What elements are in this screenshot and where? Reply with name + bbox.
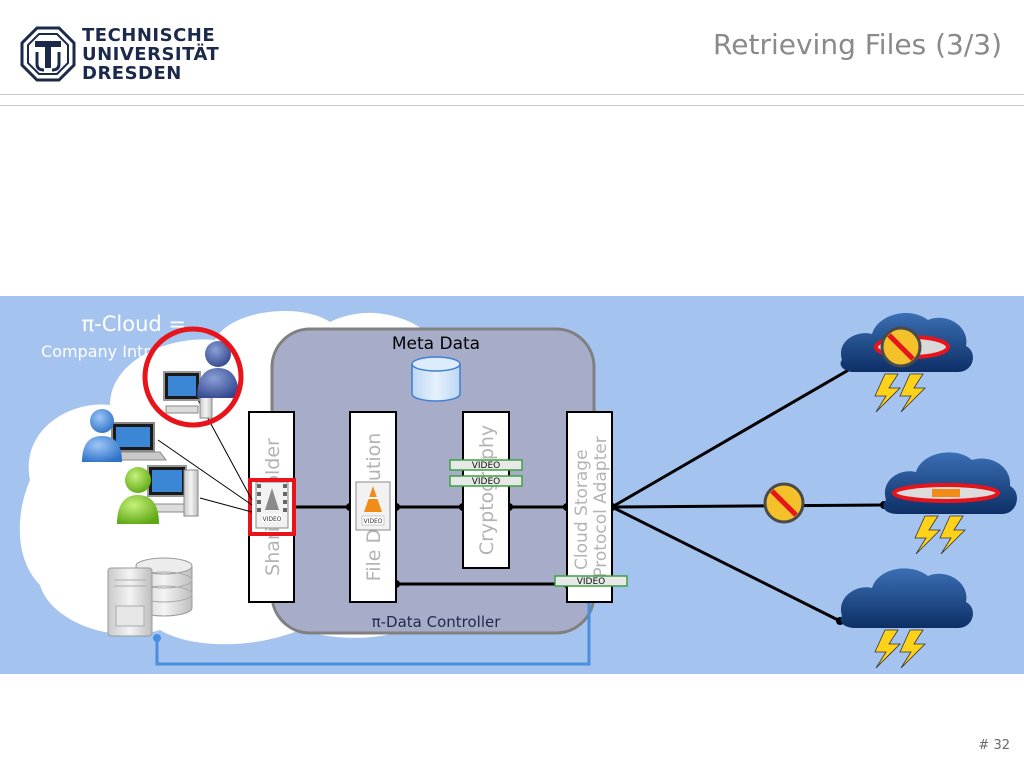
highlight-box <box>248 478 296 536</box>
cloud-subtitle: Company Intranet <box>41 342 186 361</box>
video-file-icon: VIDEO <box>355 481 391 531</box>
video-tag-text: VIDEO <box>472 477 501 487</box>
module-label-line: Protocol Adapter <box>591 436 611 577</box>
header-divider-secondary <box>0 105 1024 106</box>
user-desktop-highlighted-icon <box>163 341 239 419</box>
data-controller-label: π-Data Controller <box>372 613 502 631</box>
video-strip-icon: VIDEO <box>449 459 523 471</box>
university-name: TECHNISCHE UNIVERSITÄT DRESDEN <box>82 26 219 83</box>
slide-title: Retrieving Files (3/3) <box>713 28 1002 61</box>
return-connector <box>155 600 591 666</box>
module-box-cloud-storage-adapter <box>566 411 613 603</box>
meta-data-label: Meta Data <box>392 334 480 354</box>
module-box-cryptography <box>462 411 510 569</box>
module-label-cryptography: Cryptography <box>476 425 498 555</box>
video-tag-text: VIDEO <box>472 461 501 471</box>
header-divider <box>0 94 1024 95</box>
cloud-provider-2-icon <box>883 452 1017 555</box>
user-desktop-icon <box>117 465 199 524</box>
tud-logo-icon <box>20 26 76 82</box>
highlight-circle <box>142 326 244 428</box>
university-name-line-3: DRESDEN <box>82 63 182 84</box>
server-database-icon <box>107 557 193 637</box>
connection-lines <box>294 366 885 623</box>
university-logo <box>20 26 76 82</box>
university-name-line-1: TECHNISCHE <box>82 25 216 46</box>
slide-number: # 32 <box>978 738 1010 753</box>
module-label-cloud-storage-adapter: Cloud Storage Protocol Adapter <box>572 436 611 577</box>
blocked-icon <box>880 326 922 368</box>
file-strip-icon <box>932 489 960 497</box>
video-file-icon: VIDEO <box>255 481 289 529</box>
cloud-provider-3-icon <box>840 568 973 669</box>
cloud-title: π-Cloud = <box>82 312 186 336</box>
video-tag-text: VIDEO <box>262 516 281 523</box>
connector-dot <box>153 634 161 642</box>
module-label-line: Cloud Storage <box>572 449 592 569</box>
university-name-line-2: UNIVERSITÄT <box>82 44 220 65</box>
video-strip-icon: VIDEO <box>449 475 523 487</box>
video-strip-icon: VIDEO <box>554 575 628 587</box>
user-laptop-icon <box>82 409 167 462</box>
blocked-icon <box>763 482 805 524</box>
video-tag-text: VIDEO <box>363 518 382 525</box>
video-tag-text: VIDEO <box>577 577 606 587</box>
meta-data-database-icon <box>411 356 461 402</box>
